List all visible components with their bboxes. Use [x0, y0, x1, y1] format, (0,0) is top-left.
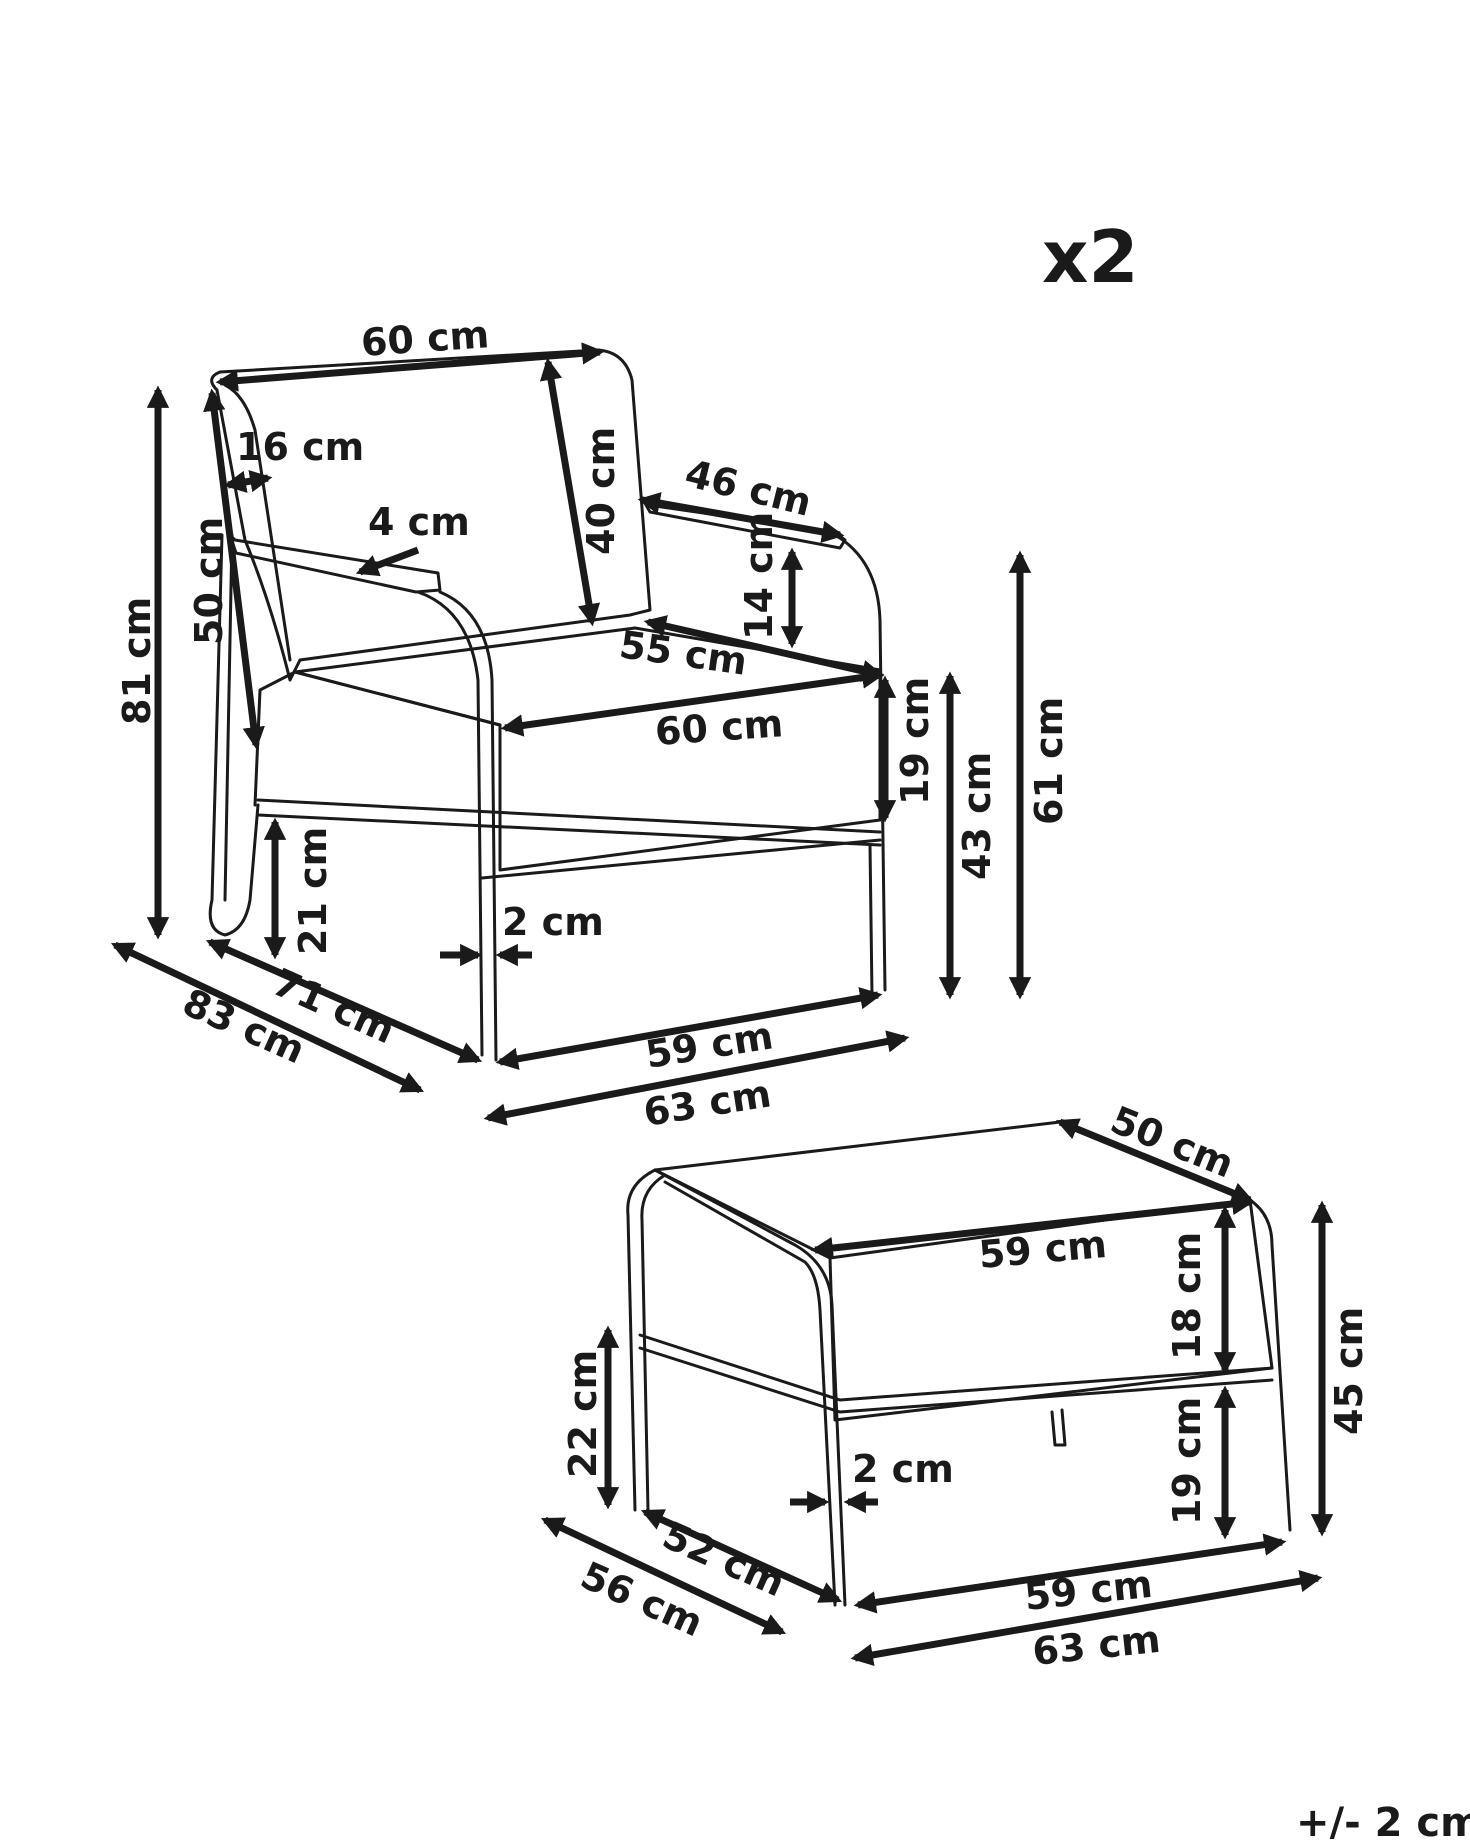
- armchair-labels: x2 60 cm 16 cm 4 cm 40 cm 46 cm 14 cm 50…: [115, 215, 1139, 1135]
- armchair-frame-front: [416, 590, 498, 1062]
- label-cushion-height: 19 cm: [893, 677, 937, 805]
- label-frame-tube: 2 cm: [502, 900, 604, 944]
- label-ottoman-side-frame: 22 cm: [561, 1350, 605, 1478]
- dim-line-ottoman-top-width: [810, 1192, 1255, 1260]
- label-seat-height: 43 cm: [955, 752, 999, 880]
- label-ottoman-top-depth: 50 cm: [1105, 1098, 1240, 1187]
- label-total-width: 63 cm: [641, 1071, 775, 1135]
- dim-line-ottoman-total-depth: [540, 1516, 787, 1636]
- label-seat-width: 60 cm: [654, 701, 785, 754]
- armchair-seat-left-side: [253, 670, 297, 807]
- quantity-label: x2: [1042, 215, 1139, 299]
- label-floor-clearance: 21 cm: [291, 827, 335, 955]
- ottoman-frame-left: [626, 1168, 667, 1512]
- dim-line-seat-width: [500, 666, 885, 737]
- armchair-frame-rail: [256, 798, 882, 880]
- dim-line-backrest-width: [215, 342, 605, 392]
- label-backrest-width: 60 cm: [360, 312, 491, 365]
- dim-line-backrest-height: [539, 357, 601, 627]
- dim-line-total-width: [483, 1030, 910, 1126]
- ottoman-frame-leg-inner: [1050, 1408, 1067, 1447]
- label-armrest-thickness: 4 cm: [368, 500, 470, 544]
- ottoman-outline: [626, 1120, 1292, 1607]
- label-backrest-side: 50 cm: [187, 517, 231, 645]
- dim-line-total-depth: [110, 941, 425, 1094]
- label-total-height: 81 cm: [115, 597, 159, 725]
- label-ottoman-frame-tube: 2 cm: [852, 1447, 954, 1491]
- dim-line-seat-depth: [643, 615, 885, 682]
- dim-line-ottoman-total-width: [850, 1570, 1323, 1666]
- label-ottoman-total-height: 45 cm: [1327, 1307, 1371, 1435]
- label-ottoman-cushion-height: 18 cm: [1165, 1232, 1209, 1360]
- armchair-frame-back: [833, 533, 887, 997]
- label-ottoman-leg-height: 19 cm: [1165, 1397, 1209, 1525]
- label-seat-depth: 55 cm: [617, 622, 750, 683]
- dim-line-backrest-side: [203, 388, 265, 750]
- ottoman-frame-front: [653, 1168, 847, 1607]
- armchair-seat-front-edge: [293, 670, 502, 727]
- ottoman-frame-rail: [638, 1333, 1274, 1414]
- armchair-seat-cushion: [293, 626, 882, 872]
- label-armrest-total-height: 61 cm: [1027, 697, 1071, 825]
- ottoman-dimension-lines: [540, 1118, 1334, 1666]
- dim-line-armrest-length: [637, 492, 845, 543]
- armchair-dimension-lines: [110, 342, 1032, 1126]
- tolerance-note: +/- 2 cm: [1296, 1800, 1470, 1839]
- label-armrest-height: 14 cm: [737, 512, 781, 640]
- label-backrest-height: 40 cm: [579, 427, 623, 555]
- dim-line-armrest-thickness: [355, 546, 420, 577]
- dim-line-ottoman-top-depth: [1055, 1118, 1255, 1204]
- label-backrest-thickness: 16 cm: [236, 425, 364, 469]
